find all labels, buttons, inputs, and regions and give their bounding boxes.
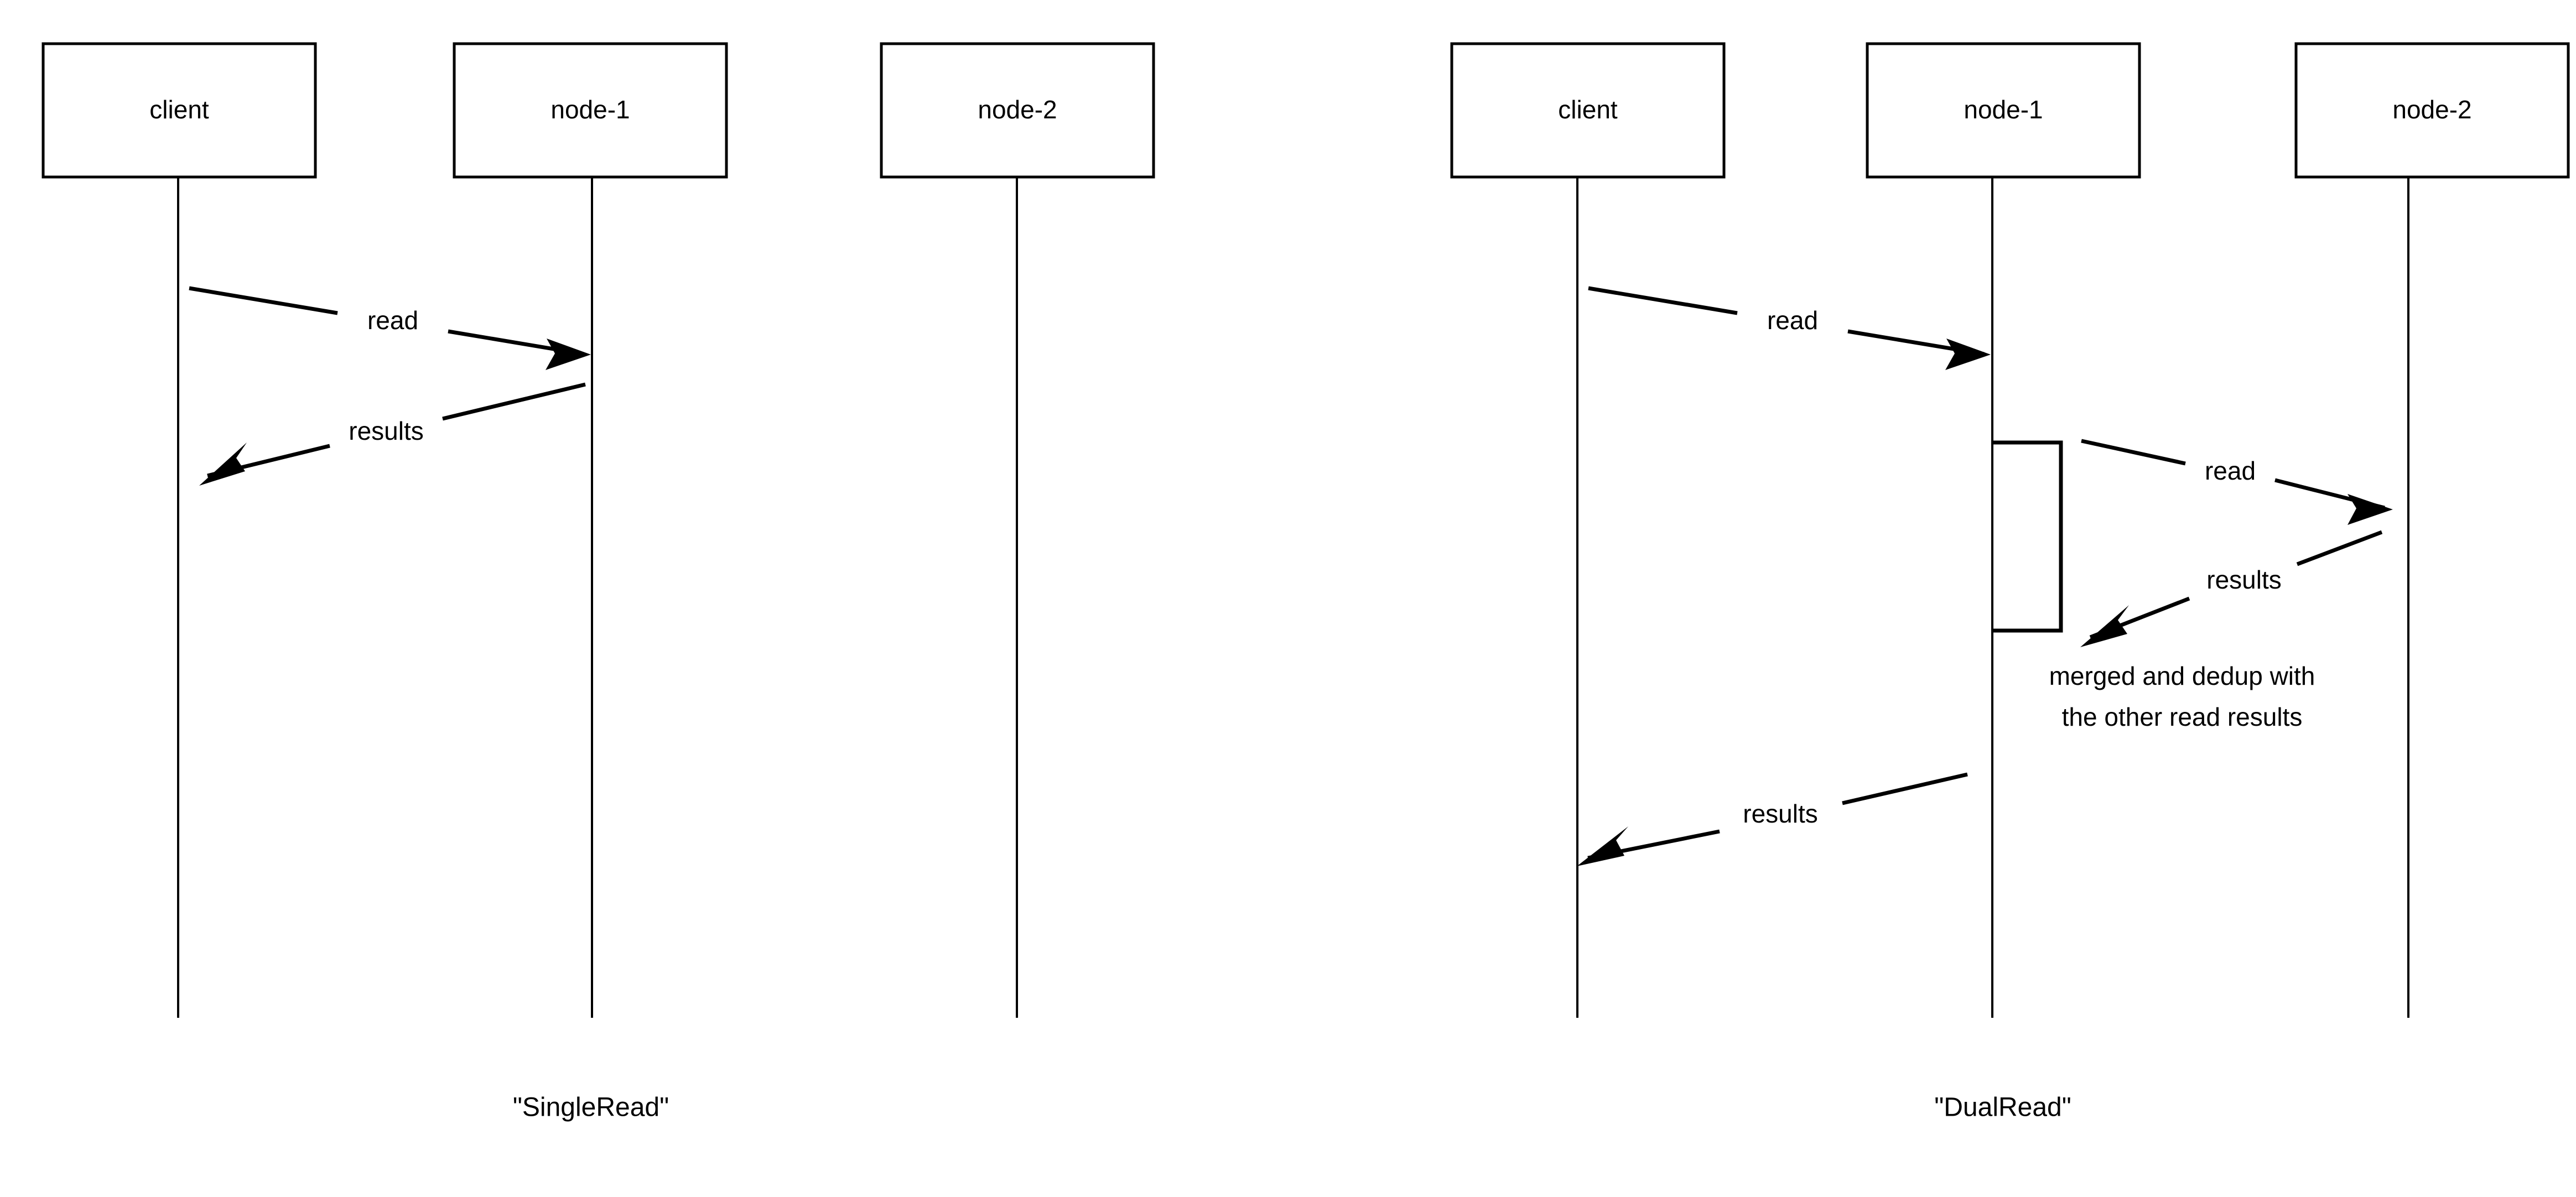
arrowhead-results-left bbox=[199, 443, 247, 486]
note-line-1: merged and dedup with bbox=[2049, 662, 2315, 690]
message-line-results3-right-segment-a bbox=[2296, 530, 2383, 566]
participant-label-node1-right: node-1 bbox=[1964, 95, 2043, 124]
arrowhead-read1-right bbox=[1945, 339, 1991, 370]
participant-box-node2-left[interactable] bbox=[880, 42, 1155, 179]
panel-caption-dual-read: "DualRead" bbox=[1934, 1093, 2071, 1122]
note-line-2: the other read results bbox=[2062, 702, 2303, 731]
participant-box-client-right[interactable] bbox=[1450, 42, 1726, 179]
message-line-results4-right-segment-a bbox=[1842, 772, 1968, 805]
message-label-results3-right: results bbox=[2206, 565, 2281, 594]
participant-label-node2-left: node-2 bbox=[978, 95, 1057, 124]
participant-label-client-left: client bbox=[149, 95, 209, 124]
message-results-node2-node1-right[interactable]: results bbox=[2080, 530, 2383, 647]
message-label-results-left: results bbox=[349, 417, 423, 445]
message-line-results-left-segment-a bbox=[442, 382, 586, 421]
arrowhead-read2-right bbox=[2348, 494, 2393, 525]
message-read-client-node1-right[interactable]: read bbox=[1588, 286, 1991, 370]
message-label-read-left: read bbox=[367, 306, 418, 335]
participant-label-node1-left: node-1 bbox=[550, 95, 630, 124]
note-merged-dedup-right: merged and dedup with the other read res… bbox=[2049, 662, 2315, 731]
message-results-node1-client-right[interactable]: results bbox=[1577, 772, 1968, 866]
panel-dual-read: client node-1 node-2 read read bbox=[1450, 42, 2570, 1122]
participant-label-client-right: client bbox=[1558, 95, 1618, 124]
participant-box-node1-left[interactable] bbox=[453, 42, 728, 179]
message-label-read2-right: read bbox=[2205, 456, 2256, 485]
arrowhead-read-left bbox=[546, 339, 591, 370]
message-results-node1-client-left[interactable]: results bbox=[199, 382, 586, 486]
arrowhead-results4-right bbox=[1577, 826, 1628, 866]
activation-bracket-node1-right bbox=[1992, 440, 2063, 633]
message-read-node1-node2-right[interactable]: read bbox=[2081, 439, 2393, 525]
message-line-read2-right-segment-a bbox=[2081, 439, 2186, 466]
participant-label-node2-right: node-2 bbox=[2392, 95, 2471, 124]
participant-box-node2-right[interactable] bbox=[2294, 42, 2570, 179]
participant-box-node1-right[interactable] bbox=[1866, 42, 2141, 179]
message-label-read1-right: read bbox=[1767, 306, 1818, 335]
panel-single-read: client node-1 node-2 read results "Singl… bbox=[41, 42, 1155, 1122]
panel-caption-single-read: "SingleRead" bbox=[513, 1093, 669, 1122]
message-read-client-node1-left[interactable]: read bbox=[189, 286, 591, 370]
message-line-read-left-segment-a bbox=[189, 286, 338, 315]
participant-box-client-left[interactable] bbox=[41, 42, 317, 179]
arrowhead-results3-right bbox=[2080, 605, 2129, 647]
message-line-read1-right-segment-a bbox=[1588, 286, 1738, 315]
message-label-results4-right: results bbox=[1743, 799, 1817, 828]
